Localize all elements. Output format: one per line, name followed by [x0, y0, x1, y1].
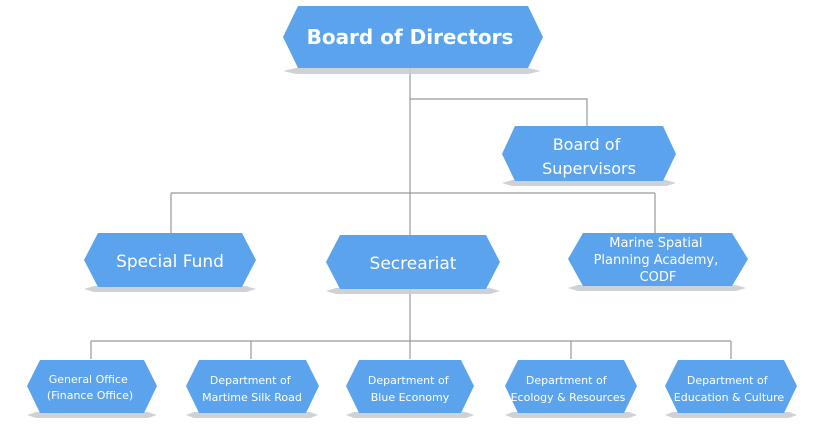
node-label: Department of Martime Silk Road: [202, 374, 302, 404]
node-shadow: [186, 412, 318, 418]
node-shadow: [346, 412, 474, 418]
node-shadow: [283, 68, 541, 74]
node-board-of-directors[interactable]: Board of Directors: [283, 6, 543, 74]
node-secretariat[interactable]: Secreariat: [326, 235, 500, 294]
node-label: Marine Spatial Planning Academy, CODF: [594, 236, 723, 285]
node-hexagon: [27, 360, 157, 413]
node-dept-blue-economy[interactable]: Department of Blue Economy: [346, 360, 474, 418]
node-dept-ecology[interactable]: Department of Ecology & Resources: [505, 360, 637, 418]
node-hexagon: [326, 235, 500, 289]
node-hexagon: [665, 360, 797, 413]
connector-directors-supervisors: [410, 98, 588, 126]
node-label: General Office (Finance Office): [47, 373, 133, 402]
node-label: Department of Education & Culture: [674, 374, 785, 404]
node-shadow: [502, 180, 676, 186]
node-hexagon: [283, 6, 543, 68]
node-shadow: [326, 288, 500, 294]
node-label: Board of Supervisors: [542, 135, 636, 178]
node-dept-education[interactable]: Department of Education & Culture: [665, 360, 797, 418]
node-hexagon: [568, 233, 748, 286]
node-label: Board of Directors: [307, 25, 514, 49]
node-shadow: [665, 412, 797, 418]
node-hexagon: [346, 360, 474, 413]
node-hexagon: [502, 126, 676, 181]
node-dept-silk-road[interactable]: Department of Martime Silk Road: [186, 360, 319, 418]
node-label: Special Fund: [116, 252, 224, 272]
node-general-office[interactable]: General Office (Finance Office): [27, 360, 157, 418]
node-shadow: [84, 286, 256, 292]
node-hexagon: [186, 360, 319, 413]
nodes: Board of Directors Board of Supervisors …: [27, 6, 797, 418]
node-label: Secreariat: [370, 254, 457, 274]
node-shadow: [505, 412, 637, 418]
node-label: Department of Blue Economy: [368, 374, 452, 404]
node-hexagon: [84, 233, 256, 287]
connectors: [90, 63, 732, 359]
node-shadow: [568, 285, 746, 291]
node-hexagon: [505, 360, 637, 413]
node-board-of-supervisors[interactable]: Board of Supervisors: [502, 126, 676, 186]
node-shadow: [27, 412, 157, 418]
node-marine-academy[interactable]: Marine Spatial Planning Academy, CODF: [568, 233, 748, 291]
node-label: Department of Ecology & Resources: [511, 374, 626, 404]
node-special-fund[interactable]: Special Fund: [84, 233, 256, 292]
